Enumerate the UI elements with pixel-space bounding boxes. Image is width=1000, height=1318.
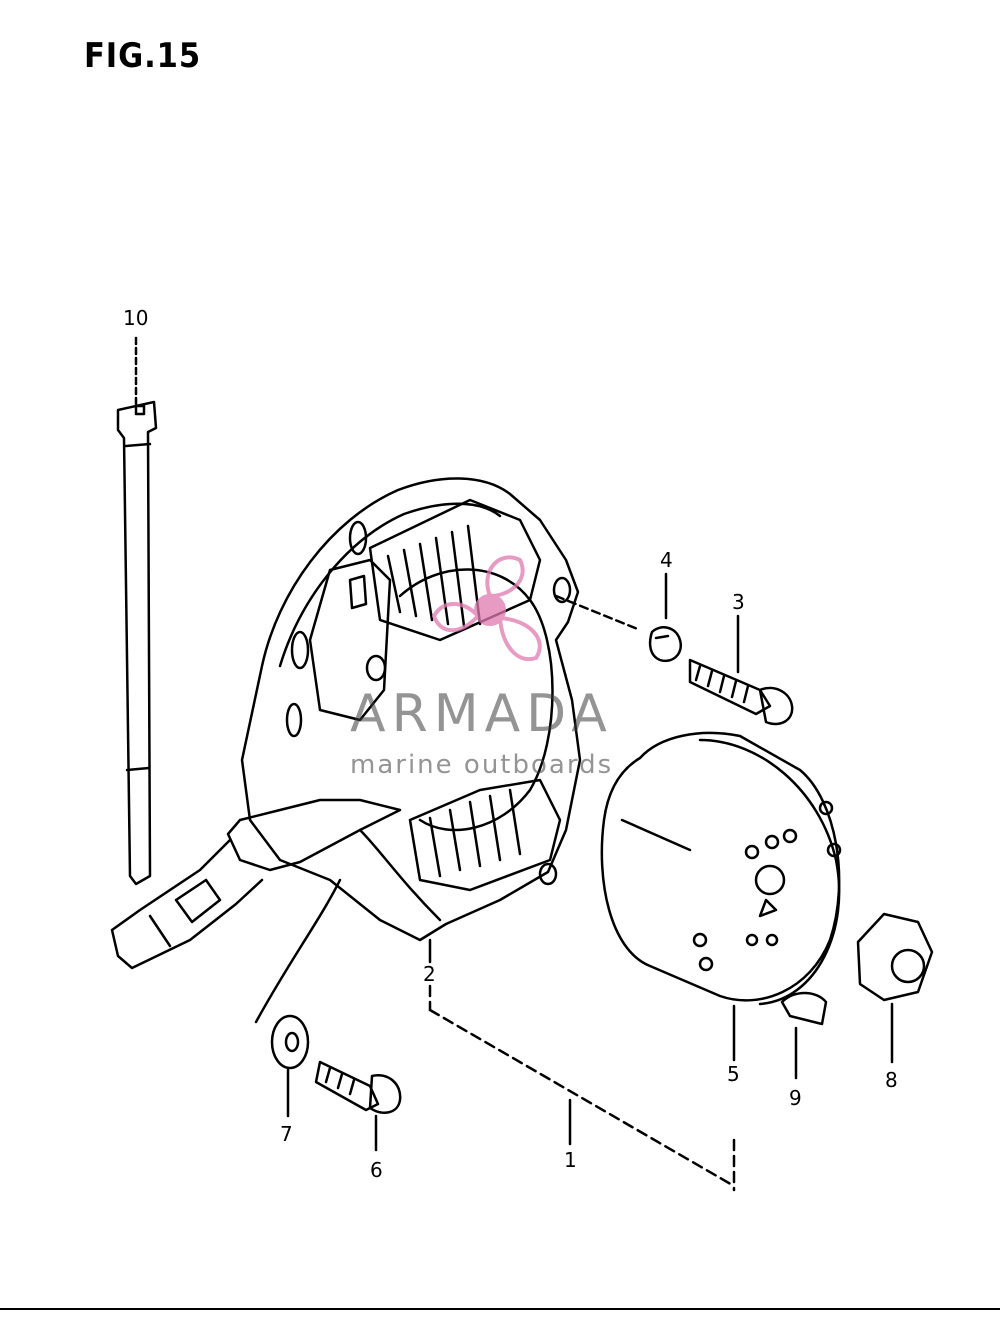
assembly-bracket-part-1 (428, 984, 736, 1192)
watermark-brand: ARMADA (350, 684, 613, 744)
stator-plate-part-2 (240, 477, 582, 942)
callout-10: 10 (123, 306, 149, 330)
wire-harness (110, 798, 442, 1024)
callout-8: 8 (885, 1068, 898, 1092)
callout-3: 3 (732, 590, 745, 614)
watermark-tagline: marine outboards (350, 750, 614, 780)
callout-9: 9 (789, 1086, 802, 1110)
screw-part-6 (314, 1060, 402, 1152)
screw-part-3 (688, 614, 794, 726)
washer-part-7 (270, 1014, 310, 1118)
callout-6: 6 (370, 1158, 383, 1182)
callout-4: 4 (660, 548, 673, 572)
callout-7: 7 (280, 1122, 293, 1146)
callout-5: 5 (727, 1062, 740, 1086)
flywheel-part-5 (600, 731, 842, 1062)
key-part-9 (780, 991, 828, 1080)
callout-2: 2 (423, 962, 436, 986)
strap-part-10 (116, 336, 158, 886)
callout-1: 1 (564, 1148, 577, 1172)
nut-part-8 (856, 912, 934, 1064)
armada-logo (431, 555, 542, 662)
bottom-border (0, 1308, 1000, 1310)
clip-part-4 (554, 572, 683, 663)
figure-title: FIG.15 (84, 36, 202, 76)
